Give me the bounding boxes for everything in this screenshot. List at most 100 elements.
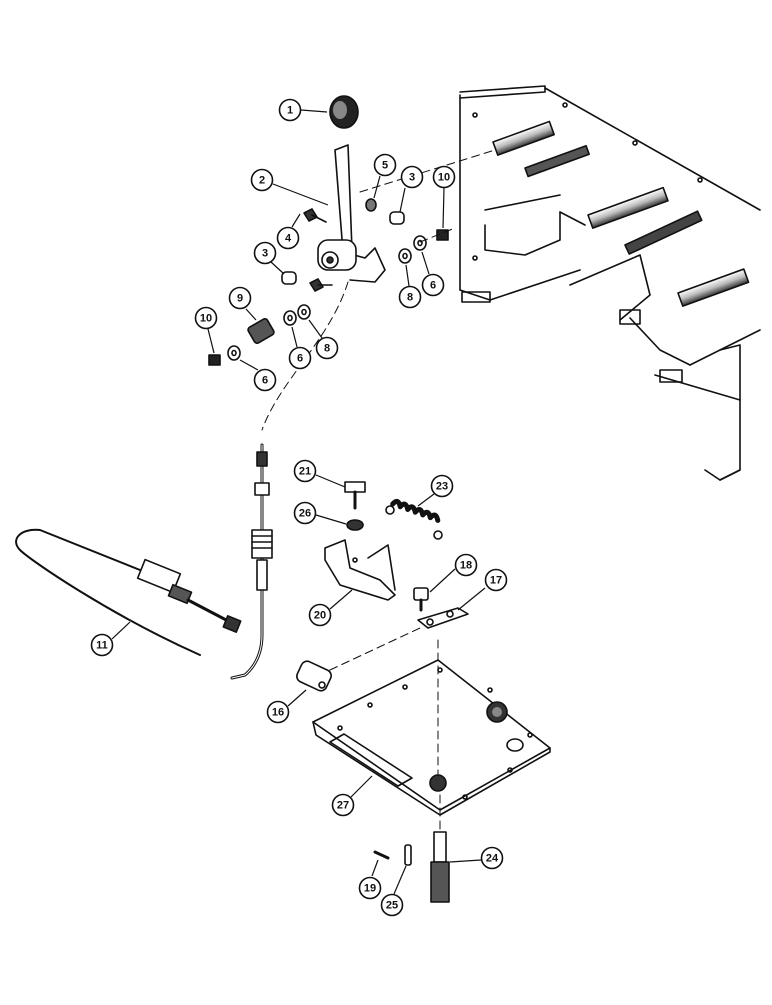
leader-line [111,621,131,640]
callout-number: 25 [386,900,398,912]
leader-line [272,183,329,206]
callout-number: 6 [262,375,268,387]
callout-number: 21 [299,466,311,478]
spring-23 [385,498,443,540]
callout-number: 10 [438,172,450,184]
callout-8: 8 [308,319,339,360]
callout-21: 21 [293,459,346,488]
callout-16: 16 [266,689,307,724]
callout-circle [250,168,274,192]
callout-24: 24 [449,846,504,870]
callout-circle [421,273,445,297]
leader-line [287,689,307,707]
callout-9: 9 [228,286,257,321]
callout-number: 4 [285,233,292,245]
callout-5: 5 [373,153,397,199]
callout-circle [380,893,404,917]
callout-circle [398,285,422,309]
callout-8: 8 [398,264,422,309]
clevis-16 [296,660,332,692]
leader-line [315,514,347,525]
callout-circle [293,459,317,483]
callout-number: 20 [314,610,326,622]
callout-23: 23 [417,474,454,507]
callout-number: 27 [337,800,349,812]
callout-circle [308,603,332,627]
callout-18: 18 [429,553,478,593]
callout-circle [228,286,252,310]
callout-circle [358,876,382,900]
callout-circle [276,226,300,250]
leader-line [350,775,373,798]
callout-circle [266,700,290,724]
leader-line [239,359,259,371]
leader-line [421,251,430,275]
callout-number: 6 [297,353,303,365]
leader-line [245,308,257,321]
callout-number: 24 [486,853,499,865]
actuator-plate-17 [417,607,469,629]
leader-line [207,328,215,354]
callout-number: 3 [262,248,268,260]
callout-circle [194,306,218,330]
callout-number: 3 [409,172,415,184]
leader-line [291,213,301,228]
callout-20: 20 [308,589,353,627]
callout-number: 19 [364,883,376,895]
callout-circle [432,165,456,189]
callout-number: 6 [430,280,436,292]
callout-25: 25 [380,865,407,917]
leader-line [308,319,323,339]
callout-number: 8 [407,292,413,304]
callout-6: 6 [288,326,312,370]
callout-circle [400,165,424,189]
callout-circle [253,241,277,265]
callout-circle [293,501,317,525]
leader-line [442,187,445,229]
callout-circle [90,633,114,657]
callout-number: 1 [287,105,293,117]
callout-number: 5 [382,160,388,172]
housing-frame [459,85,761,481]
callout-6: 6 [239,359,277,392]
leader-line [429,568,456,593]
callout-number: 10 [200,313,212,325]
callout-number: 26 [299,508,311,520]
callout-circle [373,153,397,177]
leader-line [329,589,353,610]
callout-number: 9 [237,293,243,305]
callout-number: 8 [324,343,330,355]
cover-plate-27 [312,659,551,816]
leader-line [393,865,407,895]
leader-line [417,493,435,507]
callout-circle [315,336,339,360]
callout-3: 3 [399,165,424,213]
callout-4: 4 [276,213,301,250]
leader-line [371,859,379,877]
callout-17: 17 [457,568,508,611]
leader-line [405,264,410,287]
leader-line [291,326,298,348]
leader-line [457,587,486,611]
shift-lever-assembly [208,95,496,431]
callout-circle [331,793,355,817]
callout-circle [480,846,504,870]
callout-number: 17 [490,575,502,587]
callout-19: 19 [358,859,382,900]
callout-10: 10 [194,306,218,354]
leader-line [449,859,482,863]
spring-9 [247,318,275,344]
callout-27: 27 [331,775,373,817]
callout-3: 3 [253,241,285,275]
leader-line [315,474,346,488]
leader-line [270,261,285,275]
callout-number: 16 [272,707,284,719]
callout-10: 10 [432,165,456,229]
callout-11: 11 [90,621,131,657]
leader-line [373,175,381,199]
callout-circle [430,474,454,498]
callout-circle [288,346,312,370]
